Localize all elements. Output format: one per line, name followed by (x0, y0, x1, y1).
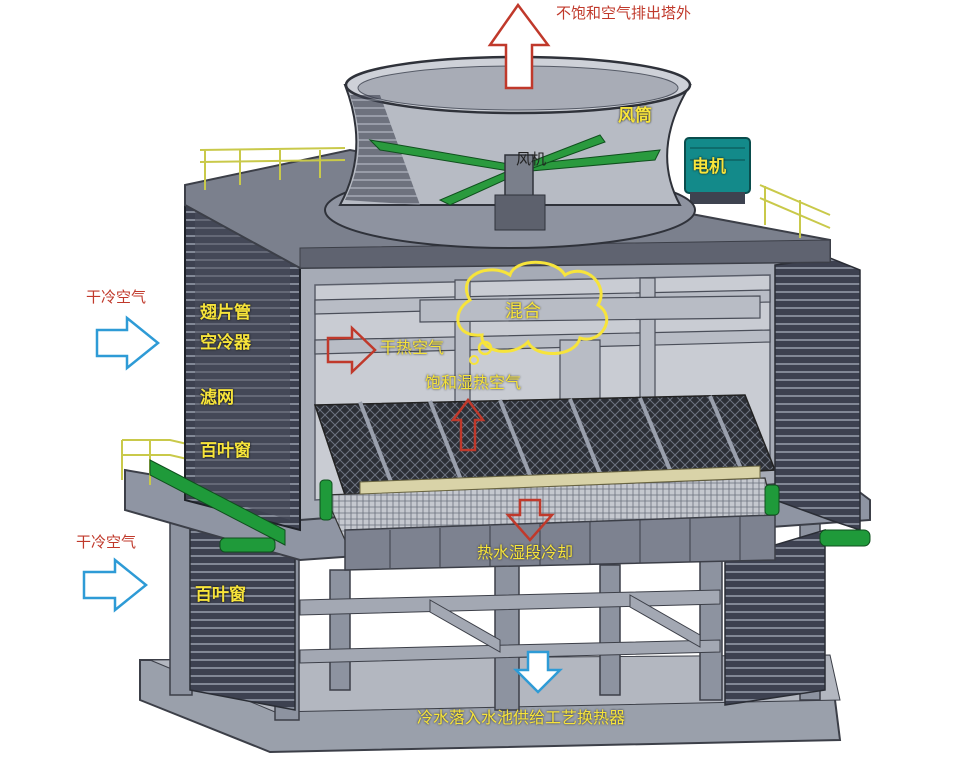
spray-pipe (359, 465, 761, 495)
saturated-air-label: 饱和湿热空气 (425, 373, 522, 392)
dry-cold-air-arrow-bottom (82, 557, 148, 613)
motor-label: 电机 (692, 157, 726, 177)
dry-cold-air-arrow-top (95, 315, 160, 371)
motor-unit (684, 137, 751, 204)
fan-stack-shell (338, 84, 692, 206)
dry-cold-air-label-bottom: 干冷空气 (76, 533, 137, 551)
lower-louver-right (724, 528, 826, 706)
wet-section-arrow (505, 498, 555, 542)
mixing-cloud (456, 260, 609, 355)
fan-label: 风机 (516, 150, 547, 168)
wet-section-basin (344, 514, 776, 571)
fan-hub (504, 154, 534, 201)
fan-blades (368, 134, 661, 206)
cold-water-label: 冷水落入水池供给工艺换热器 (417, 708, 626, 727)
mixing-label: 混合 (505, 301, 541, 322)
dry-hot-air-arrow (326, 325, 377, 375)
filter-label: 滤网 (200, 388, 234, 408)
left-finned-panel-face (195, 205, 290, 520)
louver-label-bottom: 百叶窗 (195, 585, 246, 605)
finned-tube-label-2: 空冷器 (200, 333, 251, 353)
finned-tube-label-1: 翅片管 (200, 303, 251, 323)
right-louver (774, 257, 861, 532)
exhaust-label: 不饱和空气排出塔外 (556, 4, 692, 22)
fill-dividers (358, 395, 747, 493)
top-railing (199, 147, 831, 238)
wet-section-label: 热水湿段冷却 (477, 543, 574, 562)
cold-water-arrow (512, 650, 564, 694)
exhaust-arrow (487, 2, 551, 90)
saturated-air-arrow (450, 397, 486, 452)
louver-label-top: 百叶窗 (200, 441, 251, 461)
dry-cold-air-label-top: 干冷空气 (86, 288, 147, 306)
fan-cylinder-label: 风筒 (618, 106, 652, 126)
dry-hot-air-label: 干热空气 (380, 338, 445, 357)
green-pipes (149, 459, 871, 553)
lower-beams (299, 589, 721, 664)
